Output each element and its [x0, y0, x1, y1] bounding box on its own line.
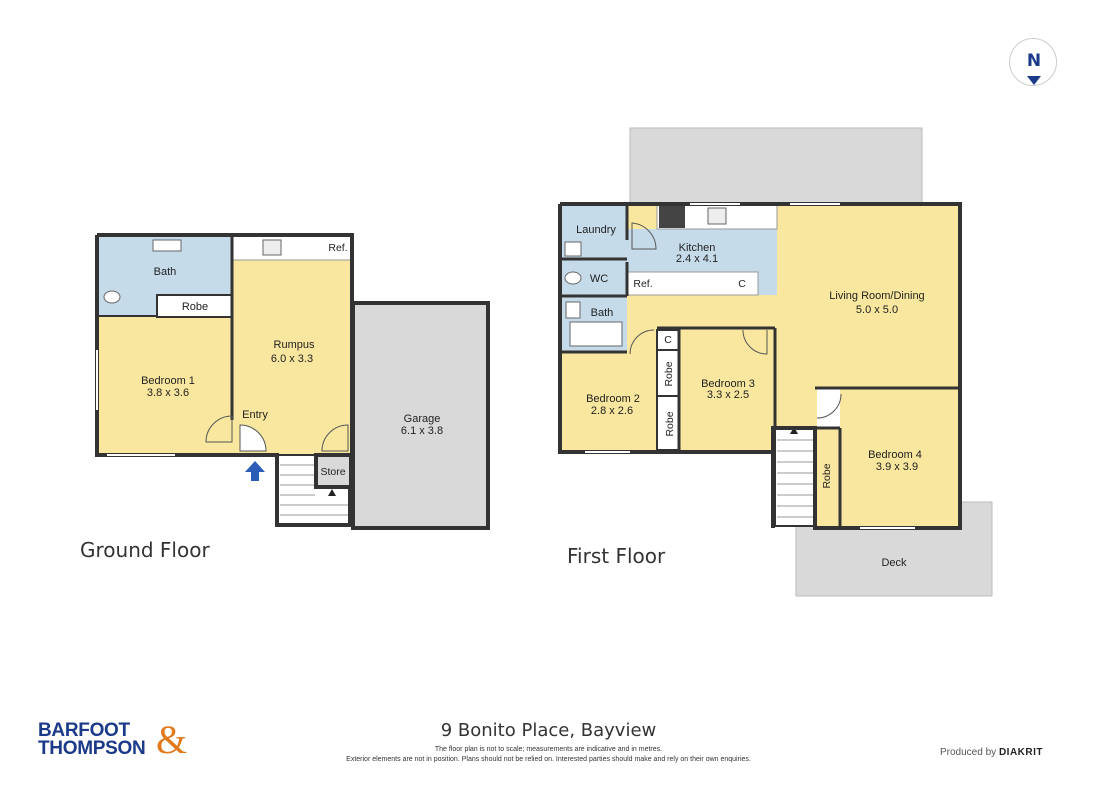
- robe4-area: [815, 428, 840, 526]
- bedroom4-door-swing: [816, 393, 842, 419]
- roof-area: [629, 127, 923, 205]
- logo-line1: BARFOOT: [38, 720, 130, 741]
- rumpus-name: Rumpus: [274, 339, 315, 351]
- disclaimer-line2: Exterior elements are not in position. P…: [346, 756, 751, 763]
- property-address: 9 Bonito Place, Bayview: [440, 720, 657, 741]
- north-compass-icon: N: [1009, 38, 1057, 86]
- front-door-swing: [239, 424, 267, 452]
- deck-label: Deck: [881, 557, 907, 569]
- wc-label: WC: [590, 273, 608, 285]
- first-stairs-area: [774, 427, 816, 527]
- bedroom1-area: [97, 316, 232, 455]
- bedroom1-name: Bedroom 1: [141, 375, 195, 387]
- produced-by-text: Produced by: [940, 747, 997, 758]
- bedroom4-dim: 3.9 x 3.9: [876, 461, 918, 473]
- ground-floor: Bath Robe Ref. Rumpus 6.0 x 3.3 Bedroom …: [80, 233, 490, 562]
- bedroom4-name: Bedroom 4: [868, 449, 922, 461]
- entry-door-swing: [205, 415, 233, 443]
- rumpus-area: [232, 260, 352, 455]
- bedroom3-dim: 3.3 x 2.5: [707, 389, 749, 401]
- first-outer-wall: [558, 202, 962, 530]
- bath-door-swing: [629, 329, 655, 355]
- bedroom2-dim: 2.8 x 2.6: [591, 405, 633, 417]
- first-stair-direction-icon: [790, 427, 798, 434]
- ground-floor-title: Ground Floor: [80, 538, 210, 562]
- kitchen-ref-label: Ref.: [633, 278, 652, 290]
- stair-direction-icon: [328, 489, 336, 496]
- bedroom2-area: [562, 352, 657, 452]
- laundry-label: Laundry: [576, 224, 616, 236]
- bedroom1-dim: 3.8 x 3.6: [147, 387, 189, 399]
- bedroom3-door-swing: [742, 329, 768, 355]
- robe-a-label: Robe: [663, 361, 675, 386]
- produced-by: Produced by DIAKRIT: [940, 747, 1043, 758]
- compass-arrow-icon: [1027, 76, 1041, 85]
- living-dim: 5.0 x 5.0: [856, 304, 898, 316]
- entry-label: Entry: [242, 409, 268, 421]
- garage-door-swing: [321, 424, 349, 452]
- logo-ampersand: &: [156, 717, 188, 762]
- bedroom3-area: [681, 330, 773, 452]
- bedroom3-name: Bedroom 3: [701, 378, 755, 390]
- robe-b-label: Robe: [664, 411, 676, 436]
- robe-c-label: Robe: [821, 463, 833, 488]
- kitchen-c-label: C: [738, 278, 746, 290]
- ref-label: Ref.: [328, 242, 347, 254]
- bath-label: Bath: [154, 266, 177, 278]
- wc-toilet-icon: [564, 271, 582, 285]
- entry-arrow-icon: [245, 461, 265, 481]
- producer-name: DIAKRIT: [998, 747, 1043, 758]
- living-lower-area: [775, 328, 960, 388]
- first-bath-label: Bath: [591, 307, 614, 319]
- cooktop-icon: [659, 205, 685, 228]
- rumpus-dim: 6.0 x 3.3: [271, 353, 313, 365]
- first-interior-walls: [560, 204, 960, 528]
- store-label: Store: [320, 466, 345, 478]
- kitchen-dim: 2.4 x 4.1: [676, 253, 718, 265]
- first-floor: Laundry WC Bath Kitchen 2.4 x 4.1 Ref. C…: [558, 127, 993, 597]
- sink-icon: [262, 239, 282, 256]
- laundry-tub-icon: [564, 241, 582, 257]
- bedroom4-area: [840, 388, 960, 526]
- ground-outer-wall: [95, 233, 354, 527]
- bath-fixture-icon: [152, 239, 182, 252]
- first-floor-title: First Floor: [567, 544, 666, 568]
- robe-label: Robe: [182, 301, 208, 313]
- garage-dim: 6.1 x 3.8: [401, 425, 443, 437]
- disclaimer-line1: The floor plan is not to scale; measurem…: [434, 746, 663, 753]
- hall-c-label: C: [664, 334, 672, 346]
- toilet-icon: [103, 290, 121, 304]
- barfoot-thompson-logo: BARFOOT THOMPSON &: [38, 717, 188, 762]
- vanity-icon: [565, 301, 581, 319]
- bathtub-icon: [569, 321, 623, 347]
- bedroom2-name: Bedroom 2: [586, 393, 640, 405]
- logo-line2: THOMPSON: [38, 738, 146, 759]
- garage-name: Garage: [404, 413, 441, 425]
- living-name: Living Room/Dining: [829, 290, 924, 302]
- disclaimer: The floor plan is not to scale; measurem…: [290, 745, 807, 765]
- compass-letter: N: [1026, 51, 1042, 71]
- kitchen-sink-icon: [707, 207, 727, 225]
- kitchen-name: Kitchen: [679, 242, 716, 254]
- first-stair-treads: [777, 439, 813, 518]
- laundry-door-swing: [631, 222, 657, 250]
- stair-treads: [280, 464, 348, 516]
